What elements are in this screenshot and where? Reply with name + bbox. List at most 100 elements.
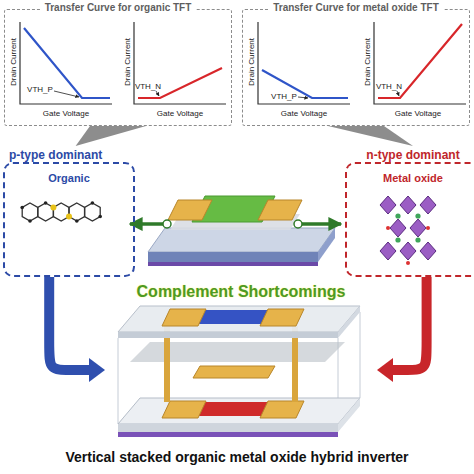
- node-heading: Transfer Curve for metal oxide TFT: [269, 2, 443, 14]
- organic-molecule-part: [91, 201, 95, 205]
- curve-panel: Transfer Curve for metal oxide TFT: [242, 9, 470, 126]
- plot-label: Gate Voltage: [281, 109, 327, 118]
- plot-label: Gate Voltage: [43, 109, 89, 118]
- metal-oxide-crystal-part: [395, 213, 400, 218]
- plot-label: Gate Voltage: [395, 109, 441, 118]
- node-heading: p-type dominant: [3, 146, 135, 162]
- plot-axis: [134, 22, 226, 104]
- leader-line: [397, 91, 399, 96]
- axis-label: Drain Current: [247, 38, 256, 86]
- arrow-shaft: [49, 277, 89, 370]
- p-curve: [24, 28, 110, 98]
- stacked-inverter-part: [118, 398, 360, 424]
- organic-molecule-part: [20, 206, 24, 210]
- organic-molecule-part: [22, 203, 38, 221]
- material-box: p-type dominantOrganic: [3, 146, 135, 277]
- stacked-inverter-part: [130, 342, 345, 362]
- arrowhead: [377, 358, 393, 382]
- tft-device-part: [168, 200, 212, 220]
- axis-label: Drain Current: [123, 38, 132, 86]
- flow-arrow: [49, 277, 105, 382]
- green-double-arrow-part: [163, 220, 171, 228]
- axis-label: Drain Current: [363, 38, 372, 86]
- metal-oxide-crystal: [380, 196, 436, 265]
- stacked-inverter-part: [338, 306, 360, 338]
- organic-molecule-part: [44, 201, 48, 205]
- arrow-wedge: [328, 126, 413, 146]
- tft-device: [148, 196, 335, 266]
- stacked-inverter-part: [193, 366, 275, 378]
- stacked-inverter-part: [162, 401, 206, 418]
- plot-label: Gate Voltage: [157, 109, 203, 118]
- stacked-inverter-part: [118, 432, 338, 437]
- stacked-inverter-part: [260, 401, 304, 418]
- node-heading: Complement Shortcomings: [105, 282, 377, 301]
- figure-caption: Vertical stacked organic metal oxide hyb…: [0, 448, 474, 466]
- organic-molecule-part: [66, 214, 72, 220]
- curve-panel: Transfer Curve for organic TFT: [4, 9, 232, 126]
- metal-oxide-crystal-part: [415, 213, 420, 218]
- metal-oxide-crystal-part: [415, 237, 420, 242]
- node-text: Organic: [3, 172, 135, 185]
- organic-molecule-part: [50, 205, 56, 211]
- metal-oxide-crystal-part: [395, 237, 400, 242]
- node-heading: Transfer Curve for organic TFT: [41, 2, 196, 14]
- stacked-inverter-part: [118, 306, 360, 332]
- plot-axis: [20, 22, 112, 104]
- metal-oxide-crystal-part: [420, 242, 436, 260]
- leader-line: [298, 97, 308, 98]
- metal-oxide-crystal-part: [380, 196, 396, 214]
- stacked-inverter-part: [197, 402, 270, 416]
- stacked-inverter-part: [118, 424, 338, 432]
- organic-molecule-part: [85, 203, 101, 221]
- node-text: Metal oxide: [345, 172, 474, 185]
- plot-label: VTH_N: [376, 82, 402, 91]
- stacked-inverter-part: [360, 312, 361, 398]
- plot-label: VTH_P: [27, 85, 53, 94]
- plot-axis: [374, 22, 466, 104]
- green-double-arrow-part: [130, 222, 164, 226]
- inverter-region: Complement Shortcomings: [105, 282, 377, 442]
- tft-device-part: [258, 200, 302, 220]
- stacked-inverter-part: [260, 309, 304, 326]
- green-double-arrow-part: [301, 222, 341, 226]
- flow-arrow: [377, 277, 427, 382]
- metal-oxide-crystal-part: [386, 226, 390, 230]
- arrow-shaft: [393, 277, 427, 370]
- metal-oxide-crystal-part: [426, 226, 430, 230]
- arrowhead: [89, 358, 105, 382]
- leader-line: [54, 91, 79, 97]
- metal-oxide-crystal-part: [380, 242, 396, 260]
- organic-molecule-part: [98, 215, 102, 219]
- metal-oxide-crystal-part: [420, 196, 436, 214]
- organic-molecule-part: [28, 219, 32, 223]
- flow-arrow: [328, 126, 413, 146]
- organic-molecule-part: [75, 219, 79, 223]
- tft-device-part: [148, 252, 318, 262]
- stacked-inverter: [118, 306, 360, 437]
- flow-arrow: [76, 126, 146, 146]
- green-double-arrow-part: [294, 220, 302, 228]
- tft-device-part: [318, 228, 335, 262]
- tft-device-part: [148, 262, 318, 266]
- metal-oxide-crystal-part: [390, 219, 406, 237]
- metal-oxide-crystal-part: [400, 242, 416, 260]
- stacked-inverter-part: [162, 309, 206, 326]
- stacked-inverter-part: [338, 398, 360, 432]
- metal-oxide-crystal-part: [400, 196, 416, 214]
- stacked-inverter-part: [118, 332, 338, 338]
- stacked-inverter-part: [197, 310, 270, 324]
- axis-label: Drain Current: [9, 38, 18, 86]
- organic-molecule: [20, 201, 102, 223]
- metal-oxide-crystal-part: [410, 219, 426, 237]
- tft-device-part: [148, 228, 335, 252]
- green-double-arrow: [130, 220, 341, 228]
- material-box: n-type dominantMetal oxide: [345, 146, 474, 277]
- node-heading: n-type dominant: [345, 146, 474, 162]
- leader-line: [156, 91, 159, 96]
